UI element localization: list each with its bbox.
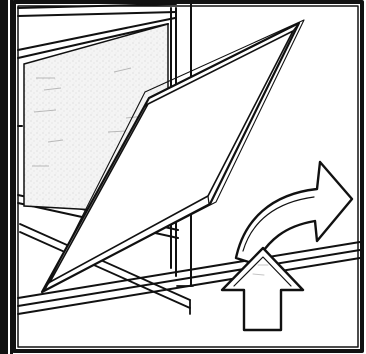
curved-arrow-icon <box>234 160 354 266</box>
outer-frame-icon <box>12 0 364 353</box>
up-arrow-icon <box>220 246 305 332</box>
window-sash-icon <box>40 19 305 294</box>
left-border-icon <box>0 0 13 354</box>
